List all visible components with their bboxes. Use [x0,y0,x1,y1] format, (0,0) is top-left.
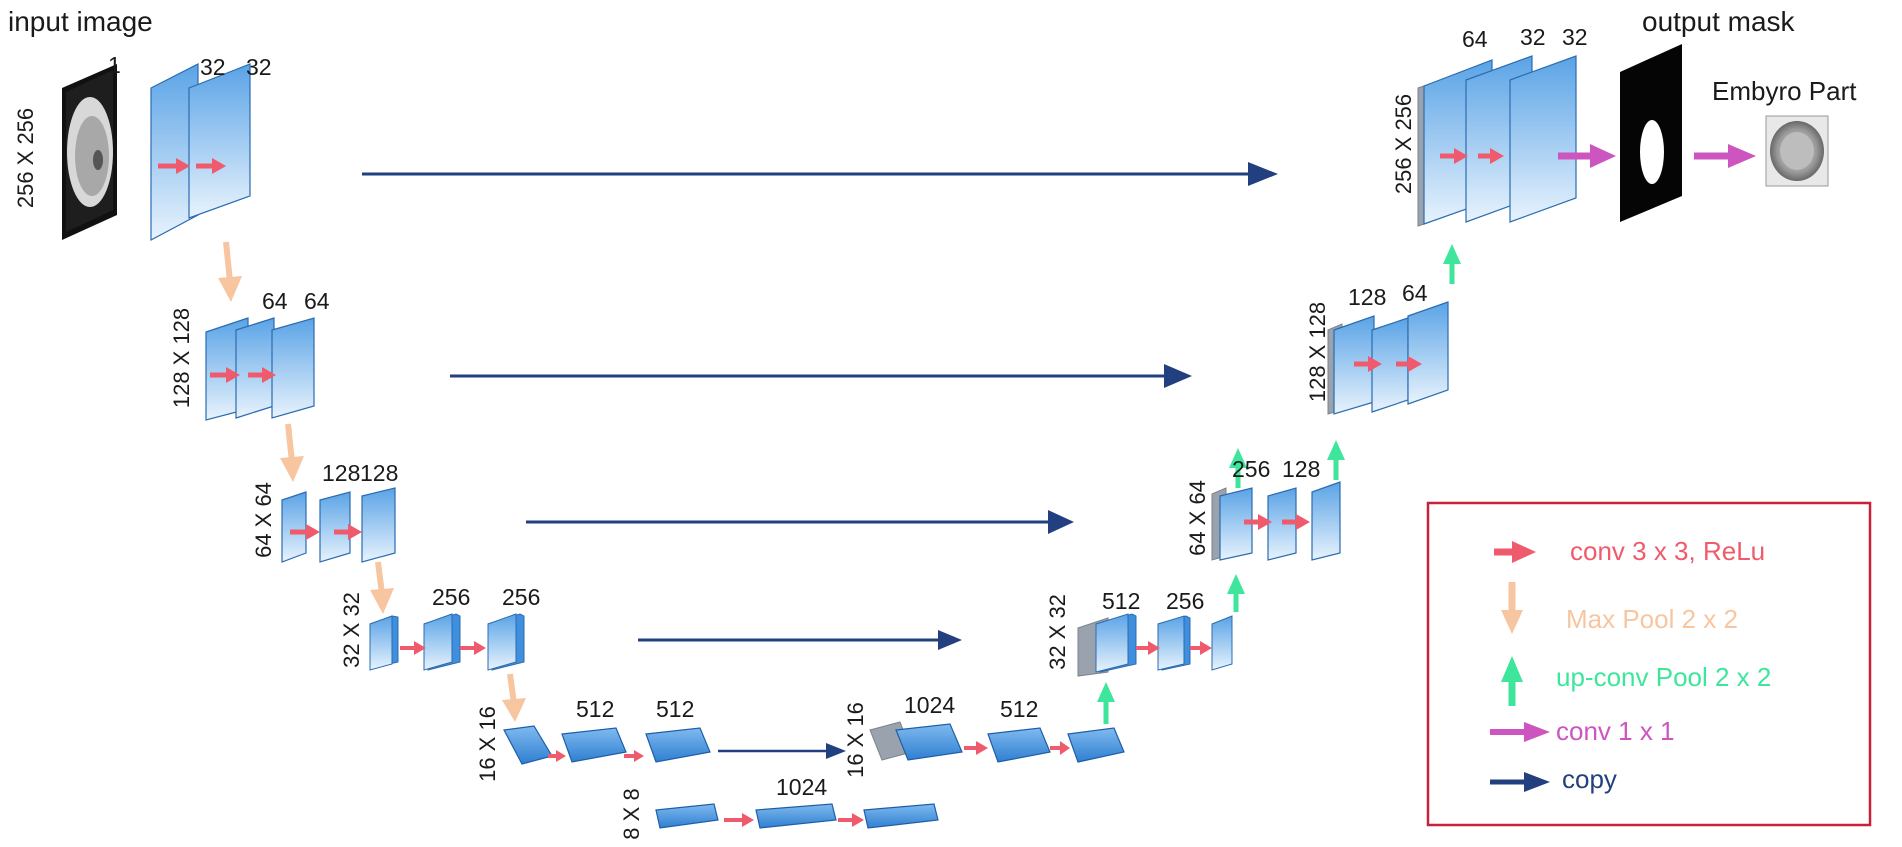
copy-arrow-level1 [362,162,1278,186]
size-label-64: 64 X 64 [251,482,276,558]
enc4-block-a [369,615,399,671]
legend-conv-label: conv 3 x 3, ReLu [1570,536,1766,566]
size-label-64-up: 64 X 64 [1185,480,1210,556]
embryo-part-title: Embyro Part [1712,76,1857,106]
bottleneck-block-a [655,803,719,829]
enc5-block-c [645,727,711,763]
output-mask-title: output mask [1642,6,1795,37]
enc3-block-b [319,491,351,563]
enc1-block-b [188,63,251,219]
enc4-block-c [487,613,525,671]
bottleneck-block-c [863,803,939,829]
ch-dec4-a: 512 [1102,588,1141,614]
copy-arrow-level2 [450,364,1192,388]
enc4-block-b [423,613,461,671]
size-label-16: 16 X 16 [475,706,500,782]
legend-conv-arrow [1494,541,1536,563]
dec4-block-c [1211,615,1233,671]
size-label-256: 256 X 256 [13,107,38,209]
legend-pool-arrow [1501,582,1523,634]
output-mask-image [1620,44,1682,222]
bottleneck-block-b [755,803,837,829]
ch-dec5-b: 512 [1000,696,1039,722]
enc2-block-c [271,317,315,419]
dec3-block-c [1311,481,1341,561]
ch-bottleneck: 1024 [776,774,828,800]
copy-arrow-level4 [638,630,962,650]
ch-dec3-b: 128 [1282,456,1321,482]
legend-up-label: up-conv Pool 2 x 2 [1556,662,1772,692]
legend-conv1x1-label: conv 1 x 1 [1556,716,1675,746]
ch-dec1-a: 64 [1462,26,1488,52]
ch-enc4-b: 256 [502,584,541,610]
ch-enc5-b: 512 [656,696,695,722]
dec3-block-a [1219,487,1253,561]
ch-dec1-c: 32 [1562,24,1588,50]
legend-box [1426,501,1872,827]
conv1x1-arrows [1558,144,1756,168]
copy-arrow-level5 [718,743,846,759]
legend-pool-label: Max Pool 2 x 2 [1566,604,1738,634]
dec2-block-c [1407,301,1449,405]
dec5-block-b [987,727,1051,763]
dec5-block-c [1067,727,1125,763]
size-label-32-up: 32 X 32 [1045,594,1070,670]
conv-arrows [158,148,1504,827]
ch-enc3-b: 128 [360,460,399,486]
size-label-128: 128 X 128 [169,307,194,409]
ch-enc5-a: 512 [576,696,615,722]
embryo-part-image [1765,115,1829,187]
size-label-8: 8 X 8 [619,788,644,840]
size-label-32: 32 X 32 [339,592,364,668]
upconv-arrows [1097,244,1461,724]
ch-enc3-a: 128 [322,460,361,486]
legend-up-arrow [1501,656,1523,706]
enc3-block-c [361,487,396,563]
copy-arrow-level3 [526,510,1074,534]
ch-dec2-b: 64 [1402,280,1428,306]
input-image-thumbnail [62,64,117,240]
ch-dec2-a: 128 [1348,284,1387,310]
input-image-title: input image [8,6,153,37]
maxpool-arrows [218,241,526,722]
enc5-block-b [561,727,627,763]
ch-enc1-b: 32 [246,54,272,80]
dec4-block-b [1157,615,1191,671]
size-label-256-up: 256 X 256 [1391,93,1416,195]
size-label-128-up: 128 X 128 [1305,301,1330,403]
ch-enc4-a: 256 [432,584,471,610]
legend-copy-label: copy [1562,764,1617,794]
enc3-block-a [281,491,307,563]
enc2-block-b [235,317,275,419]
ch-dec1-b: 32 [1520,24,1546,50]
ch-dec3-a: 256 [1232,456,1271,482]
ch-enc2-b: 64 [304,288,330,314]
ch-input: 1 [108,52,121,78]
legend-copy-arrow [1490,772,1550,792]
legend-conv1x1-arrow [1490,722,1550,742]
ch-enc2-a: 64 [262,288,288,314]
dec4-block-a [1095,613,1137,673]
dec5-block-a [895,723,963,761]
dec1-block-c [1509,55,1577,223]
size-label-16-up: 16 X 16 [843,702,868,778]
enc5-block-a [503,725,553,765]
ch-dec5-a: 1024 [904,692,956,718]
ch-enc1-a: 32 [200,54,226,80]
ch-dec4-b: 256 [1166,588,1205,614]
